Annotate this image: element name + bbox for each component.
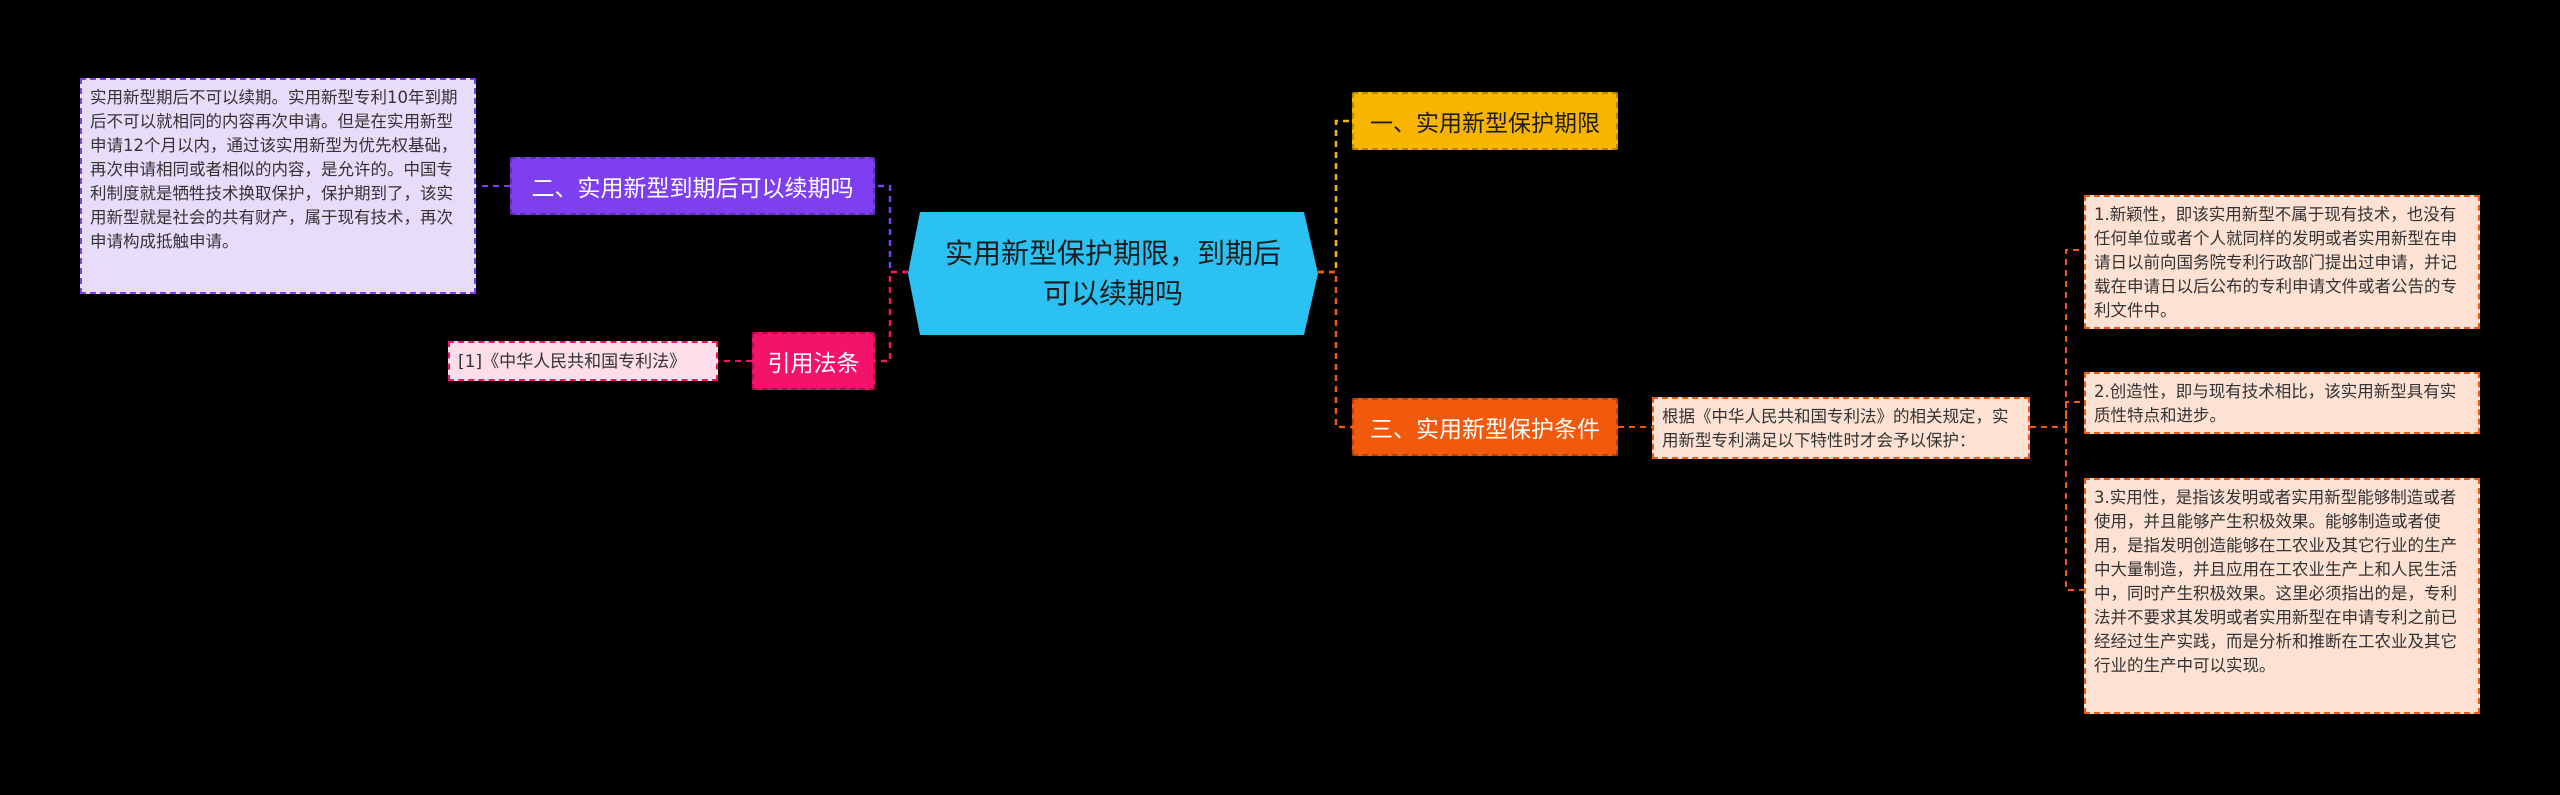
branch-protection-period-label: 一、实用新型保护期限	[1370, 111, 1600, 137]
branch-protection-conditions-label: 三、实用新型保护条件	[1370, 417, 1600, 443]
condition-utility: 3.实用性，是指该发明或者实用新型能够制造或者使用，并且能够产生积极效果。能够制…	[2084, 478, 2480, 714]
condition-inventiveness: 2.创造性，即与现有技术相比，该实用新型具有实质性特点和进步。	[2084, 372, 2480, 434]
condition-novelty: 1.新颖性，即该实用新型不属于现有技术，也没有任何单位或者个人就同样的发明或者实…	[2084, 195, 2480, 329]
central-topic-shape	[908, 212, 1318, 335]
branch-protection-period[interactable]: 一、实用新型保护期限	[1352, 92, 1618, 150]
branch-renewal[interactable]: 二、实用新型到期后可以续期吗	[510, 157, 875, 215]
cited-law-item[interactable]: [1]《中华人民共和国专利法》	[448, 341, 718, 381]
conditions-summary: 根据《中华人民共和国专利法》的相关规定，实用新型专利满足以下特性时才会予以保护：	[1652, 397, 2030, 459]
branch-cited-law[interactable]: 引用法条	[752, 332, 875, 390]
central-topic-title: 实用新型保护期限，到期后可以续期吗	[944, 236, 1281, 310]
renewal-note: 实用新型期后不可以续期。实用新型专利10年到期后不可以就相同的内容再次申请。但是…	[80, 78, 476, 294]
branch-cited-law-label: 引用法条	[767, 351, 860, 377]
branch-protection-conditions[interactable]: 三、实用新型保护条件	[1352, 398, 1618, 456]
central-topic[interactable]: 实用新型保护期限，到期后可以续期吗	[908, 212, 1318, 335]
branch-renewal-label: 二、实用新型到期后可以续期吗	[531, 176, 854, 202]
